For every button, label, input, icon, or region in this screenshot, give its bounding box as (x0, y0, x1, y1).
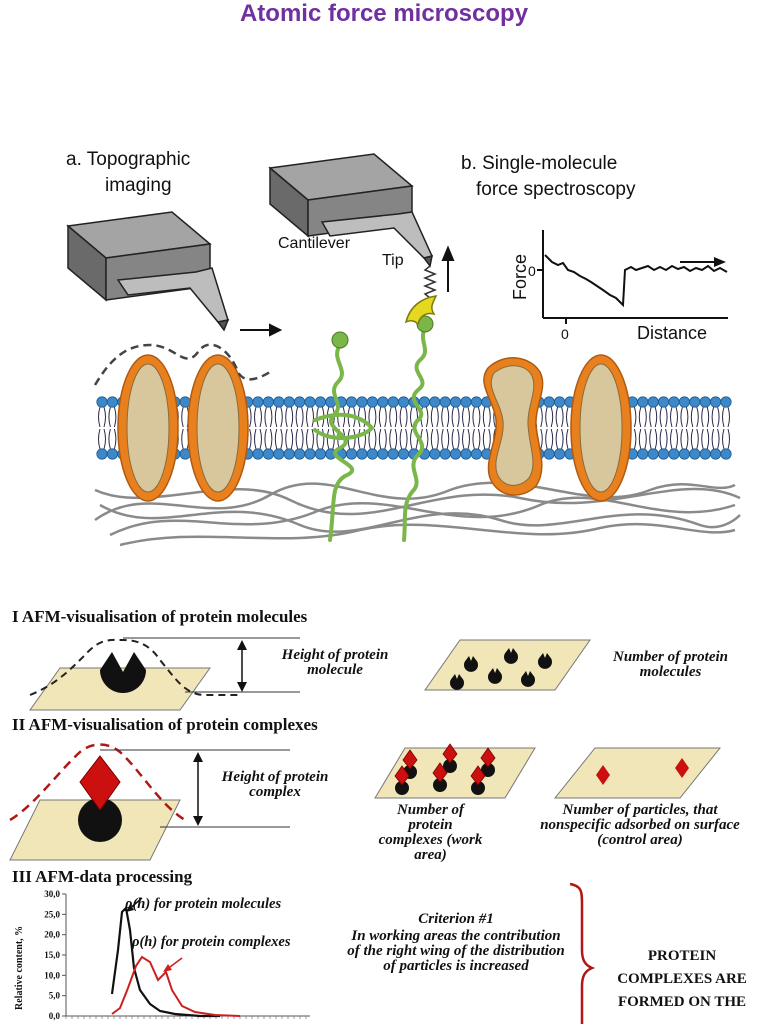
nonspecific-particles-caption: Number of particles, that nonspecific ad… (540, 802, 740, 848)
section2-complex-plate (374, 743, 536, 799)
section2-heading: II AFM-visualisation of protein complexe… (12, 715, 318, 734)
criterion-body: In working areas the contribution of the… (347, 928, 565, 974)
label-cantilever: Cantilever (278, 235, 351, 252)
label-force-spectroscopy: force spectroscopy (476, 179, 636, 200)
distribution-chart: 30,0 25,0 20,0 15,0 10,0 5,0 0,0 Relative conte… (14, 889, 310, 1021)
topography-trace (93, 343, 271, 386)
scan-direction-arrow (240, 323, 283, 337)
tip-spring (422, 265, 438, 305)
section2-height-figure (9, 743, 290, 861)
y-tick-label: 20,0 (44, 930, 60, 940)
label-single-molecule: b. Single-molecule (461, 153, 617, 174)
page-title: Atomic force microscopy (239, 0, 529, 27)
legend-protein-complexes: ρ(h) for protein complexes (131, 934, 291, 950)
conclusion-line-2: COMPLEXES ARE (617, 971, 747, 987)
helical-protein-1 (313, 343, 375, 542)
membrane-protein-4 (570, 354, 632, 502)
height-of-protein-molecule-caption: Height of protein molecule (281, 647, 389, 678)
section3-heading: III AFM-data processing (12, 867, 193, 886)
cytoskeleton-mesh (94, 481, 741, 547)
section1-count-plate (424, 639, 591, 691)
y-tick-label: 5,0 (49, 991, 61, 1001)
criterion-title: Criterion #1 (418, 911, 494, 927)
y-axis-label: Relative content, % (14, 926, 25, 1010)
conclusion-brace (569, 882, 596, 1024)
membrane-protein-3 (483, 357, 544, 496)
protein-head-1 (331, 331, 349, 349)
membrane-protein-2 (187, 354, 249, 502)
distance-zero-tick: 0 (561, 326, 569, 342)
y-tick-label: 10,0 (44, 970, 60, 980)
y-tick-label: 25,0 (44, 909, 60, 919)
number-of-protein-complexes-caption: Number of protein complexes (work area) (378, 802, 483, 863)
label-imaging: imaging (105, 175, 172, 196)
y-tick-label: 30,0 (44, 889, 60, 899)
force-zero-tick: 0 (528, 263, 536, 279)
cantilever-a (66, 211, 230, 332)
force-axis-label: Force (510, 254, 530, 300)
pull-up-arrow (441, 245, 455, 292)
distance-axis-label: Distance (637, 323, 707, 343)
section1-heading: I AFM-visualisation of protein molecules (12, 607, 308, 626)
section1-height-figure (29, 637, 300, 711)
number-of-protein-molecules-caption: Number of protein molecules (612, 649, 728, 680)
conclusion-line-1: PROTEIN (647, 948, 717, 964)
tip-ligand (404, 295, 438, 326)
force-curve-inset (537, 230, 728, 324)
membrane-protein-1 (117, 354, 179, 502)
conclusion-line-3: FORMED ON THE (617, 994, 747, 1010)
label-tip: Tip (382, 252, 404, 269)
legend-protein-molecules: ρ(h) for protein molecules (124, 896, 281, 912)
height-of-protein-complex-caption: Height of protein complex (221, 769, 329, 800)
label-topographic: a. Topographic (66, 149, 190, 170)
complexes-curve (111, 955, 241, 1017)
cantilever-b (268, 153, 434, 268)
y-tick-label: 15,0 (44, 950, 60, 960)
helical-protein-2 (402, 326, 428, 542)
section2-control-plate (553, 747, 722, 799)
molecules-curve (110, 905, 220, 1018)
y-tick-label: 0,0 (49, 1011, 61, 1021)
